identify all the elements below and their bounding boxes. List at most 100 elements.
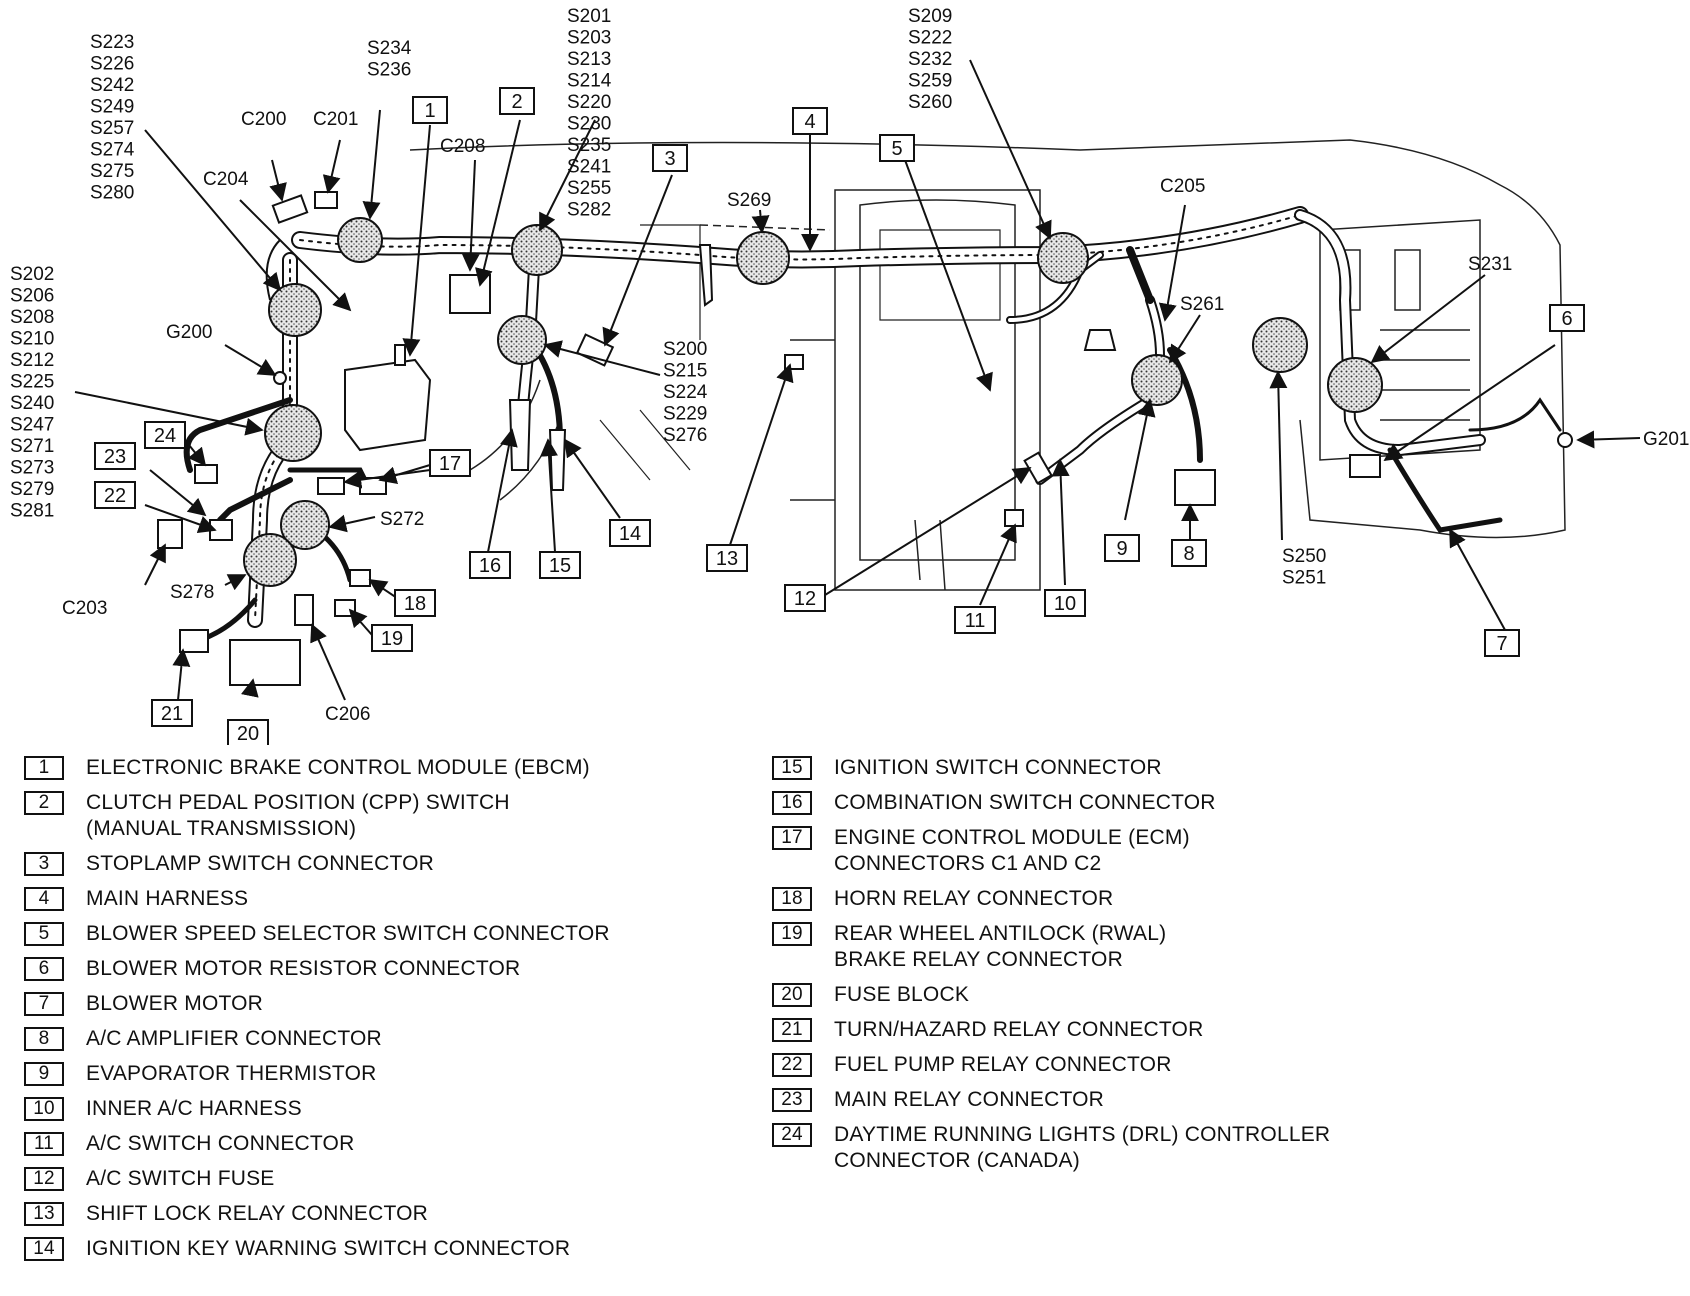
splice-id: S210 xyxy=(10,329,54,350)
legend-description: BLOWER MOTOR xyxy=(86,991,263,1017)
legend-item-22: 22 FUEL PUMP RELAY CONNECTOR xyxy=(772,1052,1330,1078)
legend-description: FUEL PUMP RELAY CONNECTOR xyxy=(834,1052,1172,1078)
ecm-connector-1 xyxy=(317,477,345,495)
callout-box-16: 16 xyxy=(469,551,511,579)
callout-box-11: 11 xyxy=(954,606,996,634)
legend-number: 15 xyxy=(772,756,812,780)
legend-description: A/C SWITCH CONNECTOR xyxy=(86,1131,354,1157)
legend-number: 3 xyxy=(24,852,64,876)
label-c204: C204 xyxy=(203,169,249,190)
label-c201: C201 xyxy=(313,109,358,130)
legend-number: 1 xyxy=(24,756,64,780)
callout-number: 6 xyxy=(1561,308,1572,330)
legend-description: EVAPORATOR THERMISTOR xyxy=(86,1061,376,1087)
legend-description: SHIFT LOCK RELAY CONNECTOR xyxy=(86,1201,428,1227)
callout-box-21: 21 xyxy=(151,699,193,727)
splice-id: S206 xyxy=(10,286,54,307)
legend-number: 2 xyxy=(24,791,64,815)
connector-c200 xyxy=(271,194,309,224)
splice-s261 xyxy=(1131,354,1183,406)
legend-description: ENGINE CONTROL MODULE (ECM)CONNECTORS C1… xyxy=(834,825,1190,877)
legend-description: A/C SWITCH FUSE xyxy=(86,1166,275,1192)
splice-s269 xyxy=(736,231,790,285)
legend-line: MAIN HARNESS xyxy=(86,887,249,910)
legend-number: 20 xyxy=(772,983,812,1007)
callout-box-4: 4 xyxy=(792,107,828,135)
legend-number: 11 xyxy=(24,1132,64,1156)
legend-number: 19 xyxy=(772,922,812,946)
splice-id: S249 xyxy=(90,97,134,118)
legend-line: HORN RELAY CONNECTOR xyxy=(834,887,1114,910)
label-c205: C205 xyxy=(1160,176,1205,197)
callout-number: 20 xyxy=(237,723,259,745)
legend-line: FUEL PUMP RELAY CONNECTOR xyxy=(834,1053,1172,1076)
leader-lines xyxy=(74,59,1641,701)
legend-number: 10 xyxy=(24,1097,64,1121)
legend-item-15: 15 IGNITION SWITCH CONNECTOR xyxy=(772,755,1330,781)
splice-id: S250 xyxy=(1282,546,1326,567)
callout-box-7: 7 xyxy=(1484,629,1520,657)
legend-line: TURN/HAZARD RELAY CONNECTOR xyxy=(834,1018,1204,1041)
legend-line: A/C SWITCH FUSE xyxy=(86,1167,275,1190)
legend-description: A/C AMPLIFIER CONNECTOR xyxy=(86,1026,382,1052)
splice-id: S240 xyxy=(10,393,54,414)
stoplamp-connector xyxy=(575,333,615,367)
callout-box-14: 14 xyxy=(609,519,651,547)
callout-number: 8 xyxy=(1183,543,1194,565)
splice-id: S251 xyxy=(1282,568,1326,589)
legend-line: (MANUAL TRANSMISSION) xyxy=(86,817,357,840)
splice-id: S242 xyxy=(90,75,134,96)
callout-box-9: 9 xyxy=(1104,534,1140,562)
splice-id: S226 xyxy=(90,54,134,75)
ac-switch-connector xyxy=(1004,509,1024,527)
splice-id: S255 xyxy=(567,178,611,199)
callout-box-13: 13 xyxy=(706,544,748,572)
callout-number: 14 xyxy=(619,523,641,545)
splice-id: S279 xyxy=(10,479,54,500)
splice-id: S202 xyxy=(10,264,54,285)
legend-number: 22 xyxy=(772,1053,812,1077)
splice-s234 xyxy=(337,217,383,263)
legend-line: CONNECTORS C1 AND C2 xyxy=(834,852,1102,875)
callout-box-12: 12 xyxy=(784,584,826,612)
label-c208: C208 xyxy=(440,136,485,157)
legend-item-11: 11 A/C SWITCH CONNECTOR xyxy=(24,1131,610,1157)
callout-box-2: 2 xyxy=(499,87,535,115)
callout-box-10: 10 xyxy=(1044,589,1086,617)
ebcm-module xyxy=(344,358,432,452)
legend-line: IGNITION SWITCH CONNECTOR xyxy=(834,756,1162,779)
legend-number: 23 xyxy=(772,1088,812,1112)
callout-number: 23 xyxy=(104,446,126,468)
legend-line: BLOWER MOTOR xyxy=(86,992,264,1015)
legend-description: FUSE BLOCK xyxy=(834,982,969,1008)
splice-id: S281 xyxy=(10,501,54,522)
splice-id: S260 xyxy=(908,92,952,113)
callout-number: 13 xyxy=(716,548,738,570)
legend-description: IGNITION KEY WARNING SWITCH CONNECTOR xyxy=(86,1236,570,1262)
legend-line: FUSE BLOCK xyxy=(834,983,970,1006)
callout-number: 1 xyxy=(424,100,435,122)
callout-number: 4 xyxy=(804,111,815,133)
splice-id: S209 xyxy=(908,6,952,27)
legend-number: 24 xyxy=(772,1123,812,1147)
splice-id: S259 xyxy=(908,71,952,92)
legend-description: TURN/HAZARD RELAY CONNECTOR xyxy=(834,1017,1203,1043)
legend-line: REAR WHEEL ANTILOCK (RWAL) xyxy=(834,922,1167,945)
legend-number: 18 xyxy=(772,887,812,911)
legend-description: CLUTCH PEDAL POSITION (CPP) SWITCH(MANUA… xyxy=(86,790,510,842)
connector-c201 xyxy=(314,191,338,209)
